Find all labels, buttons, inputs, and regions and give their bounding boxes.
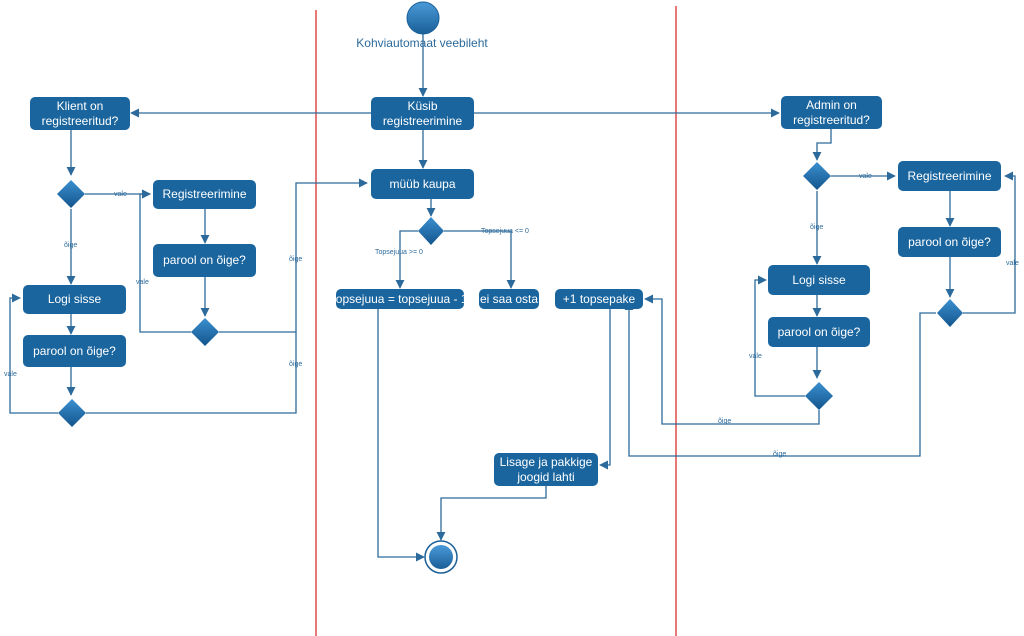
node-parool-right-reg-label: parool on õige? (908, 235, 991, 249)
node-parool-left-login: parool on õige? (23, 335, 126, 367)
action-boxes: Küsib registreerimine müüb kaupa topseju… (23, 96, 1001, 486)
node-parool-right-login-label: parool on õige? (778, 325, 861, 339)
edge-label-oige: õige (64, 242, 77, 249)
decision-right-login-password (805, 382, 833, 410)
edge-decision-to-calc (395, 230, 418, 289)
edge-label-vale: vale (136, 279, 149, 286)
edge-lisage-to-end (436, 485, 547, 541)
edge-label-oige: õige (718, 418, 731, 425)
node-logi-sisse-left-label: Logi sisse (48, 292, 102, 306)
node-kusib-line1: Küsib (407, 99, 437, 113)
edge-topsepake-to-lisage (599, 309, 611, 470)
node-parool-left-login-label: parool on õige? (33, 344, 116, 358)
node-klient-on-line1: Klient on (57, 99, 104, 113)
edge-admin-to-decision (812, 129, 832, 161)
decision-left-reg-password (191, 318, 219, 346)
decision-topsejuua (418, 217, 444, 245)
node-parool-left-reg-label: parool on õige? (163, 253, 246, 267)
end-node (424, 540, 458, 574)
edge-label-oige: õige (289, 361, 302, 368)
node-admin-on-line1: Admin on (806, 98, 857, 112)
edge-label-oige: õige (773, 451, 786, 458)
decision-admin-registered (803, 162, 831, 190)
edge-label-vale: vale (1006, 260, 1019, 267)
node-admin-on: Admin on registreeritud? (781, 96, 882, 129)
edge-vale-loop-right-reg (963, 171, 1016, 314)
node-plus-topsepake-label: +1 topsepake (563, 292, 636, 306)
start-label: Kohviautomaat veebileht (356, 36, 488, 50)
node-lisage-line1: Lisage ja pakkige (500, 455, 593, 469)
edge-calc-to-end (377, 309, 425, 562)
edge-label-vale: vale (749, 353, 762, 360)
decision-right-reg-password (937, 299, 963, 327)
node-lisage: Lisage ja pakkige joogid lahti (494, 453, 598, 486)
node-muub-kaupa-label: müüb kaupa (389, 177, 455, 191)
edge-labels: vale õige vale õige õige vale Topsejuua … (4, 173, 1019, 458)
edge-oige-to-muub-2 (86, 332, 297, 414)
edge-oige-to-muub-1 (219, 178, 368, 333)
node-registreerimine-right: Registreerimine (898, 161, 1001, 191)
node-klient-on: Klient on registreeritud? (30, 97, 130, 130)
node-muub-kaupa: müüb kaupa (371, 169, 474, 199)
node-admin-on-line2: registreeritud? (793, 113, 870, 127)
node-logi-sisse-right-label: Logi sisse (792, 273, 846, 287)
start-node (406, 1, 440, 35)
edge-label-topsejuua-le: Topsejuua <= 0 (481, 228, 529, 235)
edge-oige-to-topsepake-1 (624, 301, 936, 457)
edge-oige-to-topsepake-2 (644, 294, 820, 425)
node-ei-saa-osta-label: ei saa osta (480, 292, 538, 306)
node-plus-topsepake: +1 topsepake (555, 289, 643, 309)
node-topsejuua-calc: topsejuua = topsejuua - 1 (332, 289, 468, 309)
edge-label-vale: vale (4, 371, 17, 378)
node-registreerimine-left-label: Registreerimine (162, 187, 246, 201)
edge-label-oige: õige (810, 224, 823, 231)
edge-vale-loop-right-login (754, 275, 805, 397)
edge-label-vale: vale (114, 191, 127, 198)
node-registreerimine-right-label: Registreerimine (907, 169, 991, 183)
edge-label-oige: õige (289, 256, 302, 263)
edge-label-vale: vale (859, 173, 872, 180)
edge-label-topsejuua-ge: Topsejuua >= 0 (375, 249, 423, 256)
edges (9, 34, 1016, 562)
edge-decision-to-eisaa (444, 230, 516, 289)
decision-nodes (57, 162, 963, 427)
node-registreerimine-left: Registreerimine (153, 180, 256, 209)
decision-klient-registered (57, 180, 85, 208)
edge-vale-loop-left-login (9, 293, 58, 414)
node-logi-sisse-right: Logi sisse (768, 265, 870, 295)
node-parool-left-reg: parool on õige? (153, 244, 256, 277)
node-lisage-line2: joogid lahti (516, 470, 574, 484)
edge-vale-loop-left-reg (139, 189, 191, 333)
node-kusib-line2: registreerimine (383, 114, 463, 128)
node-topsejuua-calc-label: topsejuua = topsejuua - 1 (332, 292, 467, 306)
decision-left-login-password (58, 399, 86, 427)
node-kusib: Küsib registreerimine (371, 97, 474, 130)
node-klient-on-line2: registreeritud? (42, 114, 119, 128)
node-ei-saa-osta: ei saa osta (479, 289, 539, 309)
node-parool-right-reg: parool on õige? (898, 227, 1001, 257)
node-logi-sisse-left: Logi sisse (23, 285, 126, 314)
node-parool-right-login: parool on õige? (768, 317, 870, 347)
